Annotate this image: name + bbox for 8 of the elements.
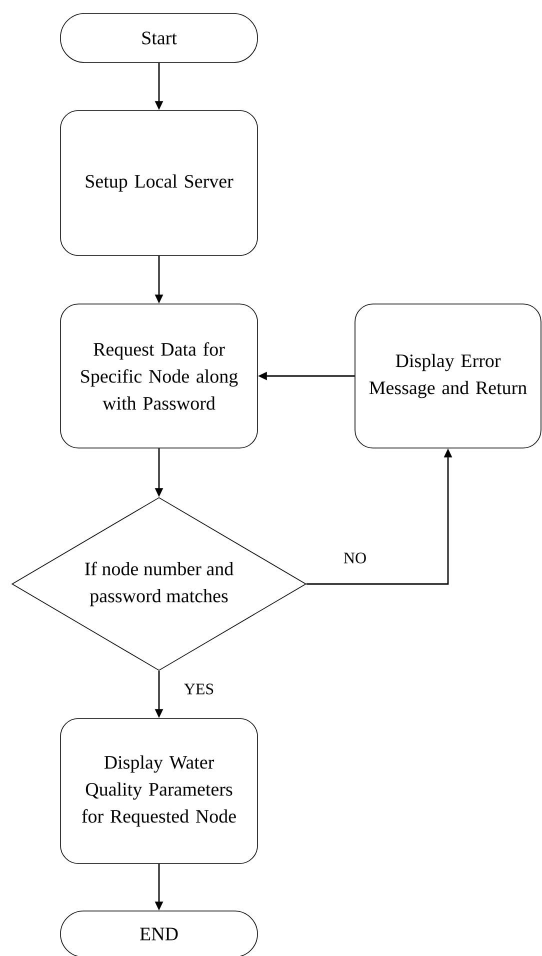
process-box: Display Error Message and Return — [354, 304, 542, 448]
process-box: Request Data for Specific Node along with Password — [60, 304, 258, 448]
terminal-pill: END — [60, 910, 258, 956]
process-box: Setup Local Server — [60, 110, 258, 256]
edge-label: NO — [342, 552, 368, 564]
process-box: Display Water Quality Parameters for Requested Node — [60, 718, 258, 864]
terminal-pill: Start — [60, 13, 258, 63]
edge-label: YES — [182, 682, 216, 696]
